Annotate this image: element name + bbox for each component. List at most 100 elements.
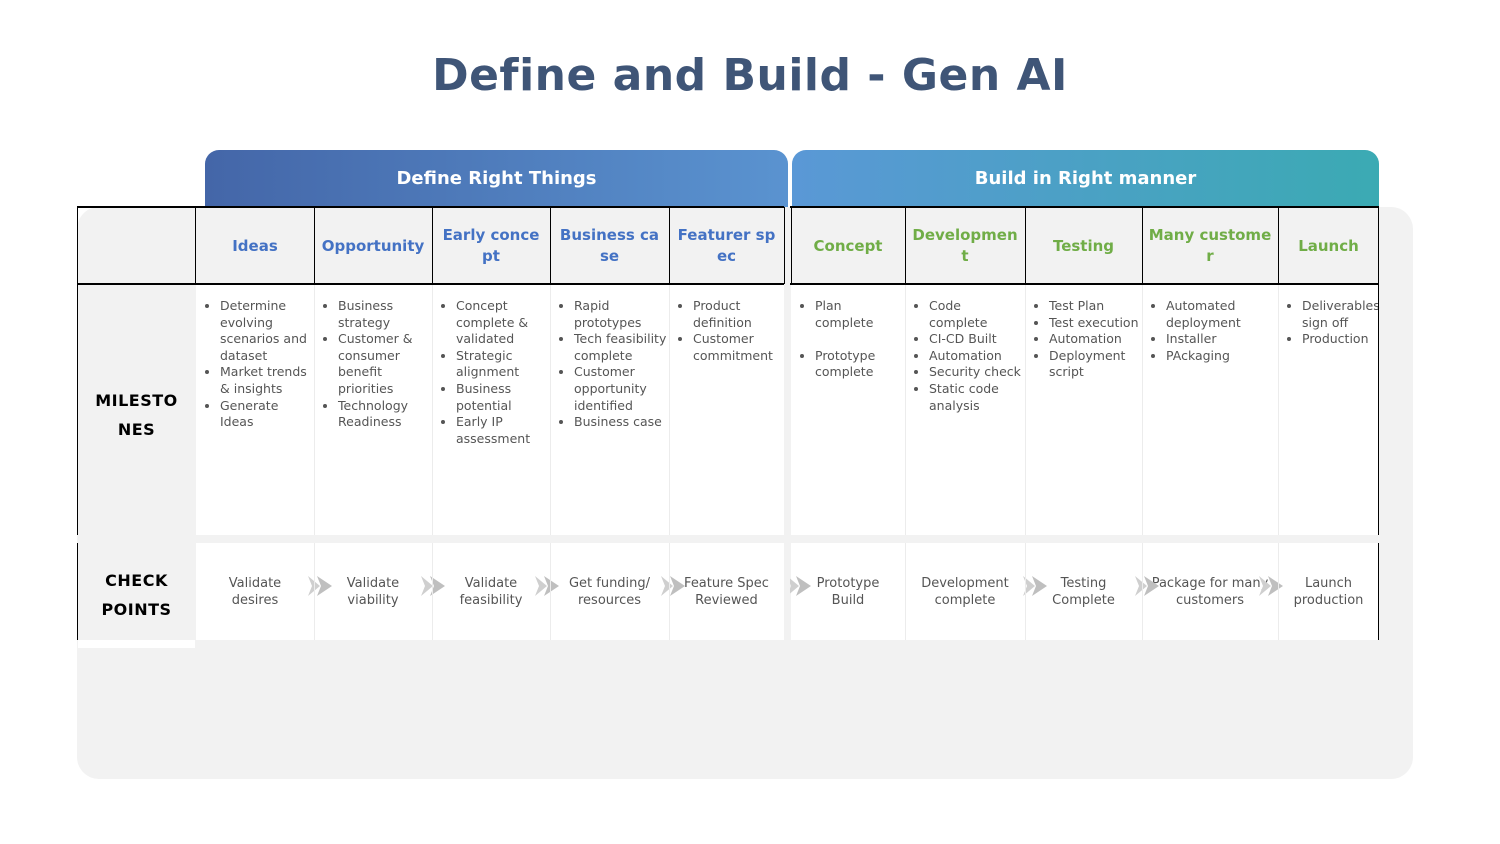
milestone-item: Customer commitment <box>693 331 782 364</box>
milestone-item: Market trends & insights <box>220 364 312 397</box>
checkpoint-cell-bg <box>1278 543 1379 640</box>
checkpoint-text: Get funding/resources <box>550 575 669 615</box>
milestone-list: Plan completePrototype complete <box>793 298 903 381</box>
milestone-item: Rapid prototypes <box>574 298 667 331</box>
checkpoint-line: Validate <box>346 576 400 591</box>
grid-line <box>790 206 1379 208</box>
checkpoint-cell-bg <box>550 543 669 640</box>
checkpoint-line: Feature Spec <box>684 576 769 591</box>
checkpoint-cell-bg <box>196 543 314 640</box>
checkpoint-cell-bg <box>1025 543 1142 640</box>
column-header: Ideas <box>196 208 314 284</box>
milestone-item: Automated deployment <box>1166 298 1276 331</box>
grid-line <box>790 283 1379 285</box>
chevron-arrow-icon <box>535 576 559 596</box>
milestone-item: Automation <box>929 348 1023 365</box>
chevron-arrow-icon <box>1135 576 1159 596</box>
grid-line <box>784 207 785 284</box>
column-header: Featurer spec <box>669 208 784 284</box>
milestone-item: Plan complete <box>815 298 903 331</box>
checkpoint-line: customers <box>1176 593 1244 608</box>
cell-separator <box>432 285 433 535</box>
milestone-cell-bg <box>314 285 432 535</box>
checkpoint-cell-bg <box>791 543 905 640</box>
milestone-item: Tech feasibility complete <box>574 331 667 364</box>
row-label-line: NES <box>117 420 156 439</box>
grid-line <box>432 207 433 284</box>
milestone-item: Determine evolving scenarios and dataset <box>220 298 312 364</box>
cell-separator <box>314 285 315 535</box>
page-title: Define and Build - Gen AI <box>432 50 1068 101</box>
checkpoint-line: Validate <box>464 576 518 591</box>
milestone-list: Rapid prototypesTech feasibility complet… <box>552 298 667 431</box>
checkpoint-line: feasibility <box>459 593 523 608</box>
row-label-line: MILESTO <box>95 391 178 410</box>
checkpoint-line: viability <box>347 593 399 608</box>
milestone-item: Test execution <box>1049 315 1140 332</box>
milestone-cell-bg <box>550 285 669 535</box>
milestone-item: Customer & consumer benefit priorities <box>338 331 430 397</box>
grid-line <box>195 207 196 284</box>
checkpoint-line: Get funding/ <box>568 576 651 591</box>
milestone-list: Business strategyCustomer & consumer ben… <box>316 298 430 431</box>
milestone-list: Concept complete & validatedStrategic al… <box>434 298 548 447</box>
grid-line <box>1378 543 1379 640</box>
column-header: Concept <box>791 208 905 284</box>
column-header: Early concept <box>432 208 550 284</box>
milestone-item: Automation <box>1049 331 1140 348</box>
milestone-list: Deliverables sign offProduction <box>1280 298 1380 348</box>
checkpoint-line: Testing <box>1060 576 1107 591</box>
label-footer <box>78 640 195 648</box>
milestone-item: Deliverables sign off <box>1302 298 1380 331</box>
milestone-item: Deployment script <box>1049 348 1140 381</box>
checkpoint-cell-bg <box>314 543 432 640</box>
grid-line <box>550 207 551 284</box>
grid-line <box>77 207 78 535</box>
checkpoint-line: Complete <box>1052 593 1115 608</box>
checkpoint-line: resources <box>577 593 641 608</box>
milestone-item: Production <box>1302 331 1377 348</box>
milestone-cell-bg <box>1142 285 1278 535</box>
milestone-item: Prototype complete <box>815 348 903 381</box>
milestone-cell-bg <box>791 285 905 535</box>
milestone-item: Business strategy <box>338 298 430 331</box>
row-label-milestones: MILESTO NES <box>78 386 195 444</box>
chevron-arrow-icon <box>661 576 685 596</box>
grid-line <box>314 207 315 284</box>
checkpoint-line: Reviewed <box>695 593 758 608</box>
milestone-item: Product definition <box>693 298 782 331</box>
grid-line <box>1278 207 1279 284</box>
column-header: Business case <box>550 208 669 284</box>
grid-line <box>77 283 784 285</box>
grid-line <box>77 543 78 640</box>
grid-line <box>669 207 670 284</box>
phase-divider <box>784 207 790 640</box>
milestone-list: Test PlanTest executionAutomationDeploym… <box>1027 298 1140 381</box>
checkpoint-text: Validate feasibility <box>432 575 550 615</box>
cell-separator <box>669 543 670 640</box>
milestone-cell-bg <box>432 285 550 535</box>
checkpoint-cell-bg <box>669 543 784 640</box>
cell-separator <box>1025 543 1026 640</box>
cell-separator <box>1142 285 1143 535</box>
milestone-cell-bg <box>1278 285 1379 535</box>
milestone-item: Technology Readiness <box>338 398 430 431</box>
milestone-cell-bg <box>196 285 314 535</box>
milestone-item: Generate Ideas <box>220 398 312 431</box>
milestone-item: Business case <box>574 414 667 431</box>
column-header: Launch <box>1278 208 1379 284</box>
milestone-list: Determine evolving scenarios and dataset… <box>198 298 312 431</box>
milestone-item <box>815 331 903 348</box>
grid-line <box>791 207 792 284</box>
column-header: Opportunity <box>314 208 432 284</box>
cell-separator <box>669 285 670 535</box>
checkpoint-line: Prototype <box>816 576 880 591</box>
milestone-item: Customer opportunity identified <box>574 364 667 414</box>
cell-separator <box>1025 285 1026 535</box>
